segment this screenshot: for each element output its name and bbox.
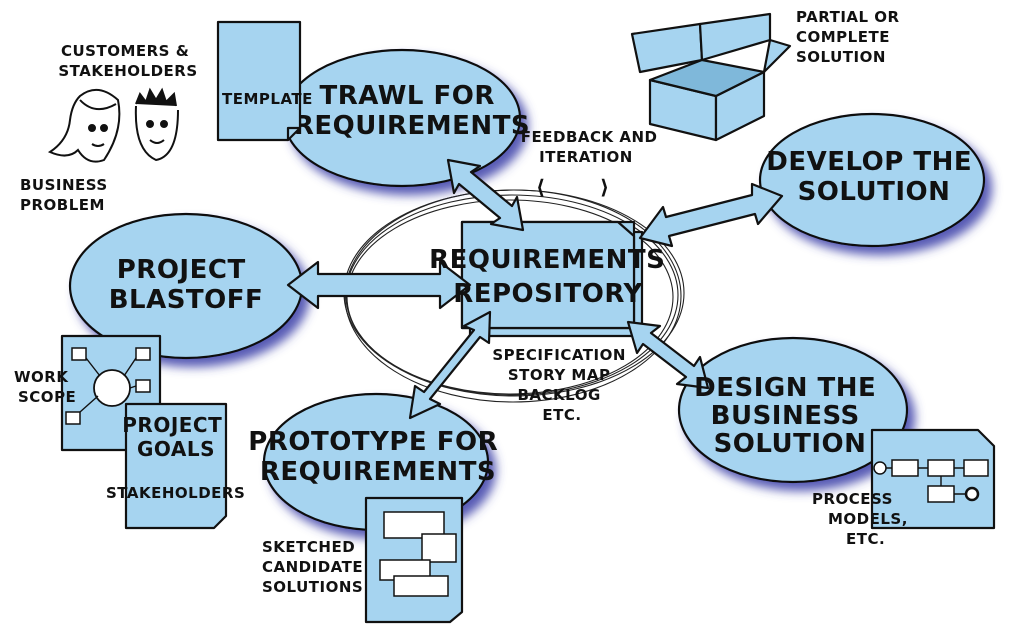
arrow-develop-repository	[638, 182, 784, 248]
female-face-icon	[47, 89, 121, 163]
customers-label: CUSTOMERS & STAKEHOLDERS	[58, 42, 197, 80]
blastoff-label: PROJECT BLASTOFF	[109, 255, 264, 315]
arrow-design-repository	[626, 320, 710, 390]
male-face-icon	[134, 87, 179, 162]
spec-list-label: SPECIFICATION STORY MAP BACKLOG ETC.	[492, 346, 631, 424]
develop-bubble[interactable]	[758, 112, 986, 248]
arrow-prototype-repository	[408, 310, 492, 420]
sketched-label: SKETCHED CANDIDATE SOLUTIONS	[262, 538, 369, 596]
prototype-label: PROTOTYPE FOR REQUIREMENTS	[248, 427, 507, 487]
work-scope-label: WORK SCOPE	[14, 368, 76, 406]
goals-document	[124, 402, 228, 530]
open-box-icon	[630, 12, 792, 142]
stakeholders-label: STAKEHOLDERS	[106, 484, 245, 502]
process-models-label: PROCESS MODELS, ETC.	[812, 490, 914, 548]
arrow-blastoff-repository	[286, 260, 472, 310]
document-icon	[216, 20, 302, 142]
trawl-label: TRAWL FOR REQUIREMENTS	[294, 81, 530, 141]
arrow-trawl-repository	[446, 158, 525, 232]
repository-label: REQUIREMENTS REPOSITORY	[429, 245, 675, 309]
project-goals-label: PROJECT GOALS	[122, 413, 229, 461]
template-label: TEMPLATE	[222, 90, 313, 108]
sketch-document-icon	[364, 496, 464, 624]
process-model-icon	[870, 428, 996, 530]
left-bracket-glyph: ⟨	[536, 175, 546, 199]
arrows	[286, 158, 784, 420]
feedback-label: FEEDBACK AND ITERATION	[521, 128, 663, 166]
right-bracket-glyph: ⟩	[600, 175, 610, 199]
design-bubble[interactable]	[677, 336, 909, 484]
repository-document[interactable]	[460, 220, 644, 338]
business-problem-label: BUSINESS PROBLEM	[20, 176, 113, 214]
partial-solution-label: PARTIAL OR COMPLETE SOLUTION	[796, 8, 905, 66]
develop-label: DEVELOP THE SOLUTION	[766, 147, 981, 207]
design-label: DESIGN THE BUSINESS SOLUTION	[694, 373, 886, 459]
